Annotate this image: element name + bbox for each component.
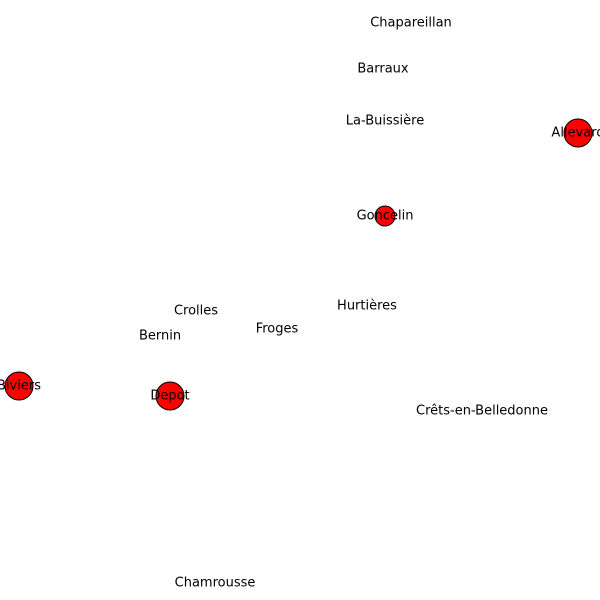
goncelin-node-marker (374, 205, 396, 227)
depot-label: Depot (150, 389, 189, 404)
la-buissiere-label: La-Buissière (346, 114, 424, 129)
chapareillan-label: Chapareillan (370, 16, 452, 31)
crets-en-belledonne-label: Crêts-en-Belledonne (416, 404, 548, 419)
froges-label: Froges (256, 322, 299, 337)
chamrousse-label: Chamrousse (175, 576, 256, 591)
crolles-label: Crolles (174, 304, 218, 319)
allevard-label: Allevard (551, 126, 600, 141)
hurtieres-label: Hurtières (337, 299, 397, 314)
allevard-node-marker (563, 118, 593, 148)
goncelin-label: Goncelin (357, 209, 414, 224)
bernin-label: Bernin (139, 329, 181, 344)
barraux-label: Barraux (357, 62, 409, 77)
biviers-label: Biviers (0, 379, 41, 394)
depot-node-marker (155, 381, 185, 411)
biviers-node-marker (4, 371, 34, 401)
